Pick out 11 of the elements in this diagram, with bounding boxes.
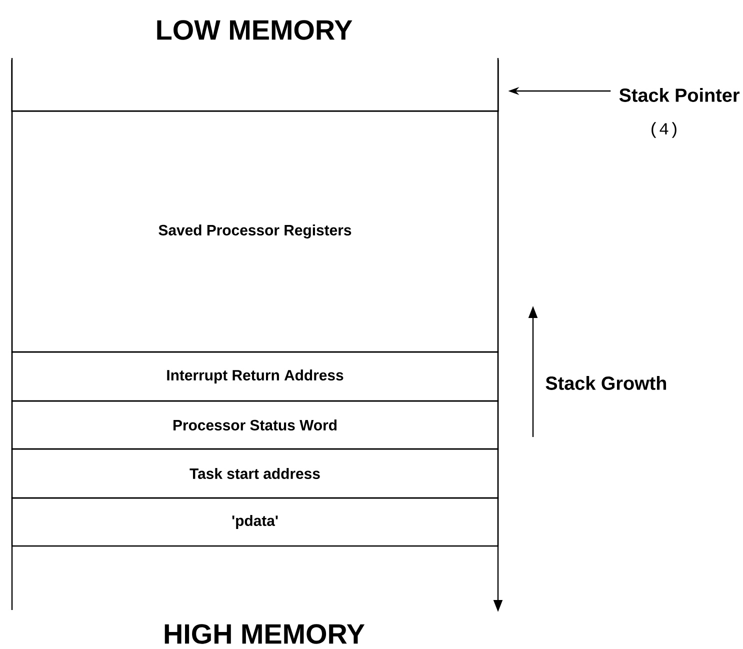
register-number: (4) bbox=[652, 122, 676, 138]
memory-cell: Task start address bbox=[11, 448, 499, 499]
memory-cell: Saved Processor Registers bbox=[11, 110, 499, 353]
memory-cell: Processor Status Word bbox=[11, 400, 499, 450]
memory-cell bbox=[11, 60, 499, 112]
pointer-label: Stack Pointer bbox=[619, 88, 740, 102]
memory-heading: LOW MEMORY bbox=[157, 20, 352, 40]
memory-cell: 'pdata' bbox=[11, 497, 499, 547]
memory-cell: Interrupt Return Address bbox=[11, 351, 499, 402]
memory-heading: HIGH MEMORY bbox=[164, 624, 365, 644]
growth-label: Stack Growth bbox=[546, 376, 666, 390]
